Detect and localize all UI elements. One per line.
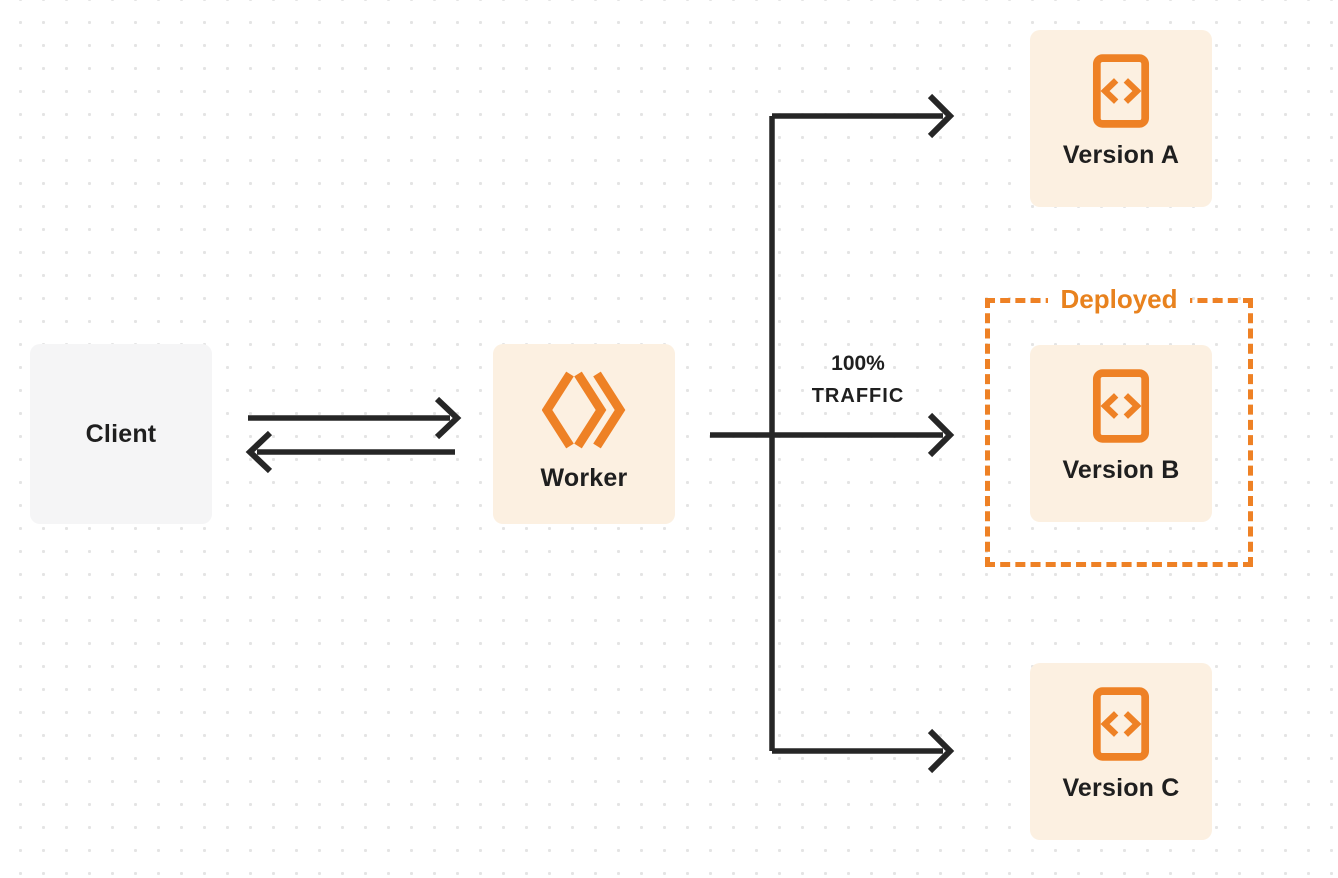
arrow-worker-to-client <box>245 430 455 474</box>
version-b-node-label: Version B <box>1062 456 1180 484</box>
arrow-client-to-worker <box>248 396 462 440</box>
version-c-node-label: Version C <box>1062 774 1180 802</box>
arrow-branch-to-version-c <box>772 728 955 774</box>
worker-node: Worker <box>493 344 675 524</box>
client-node-label: Client <box>85 419 157 448</box>
deployed-label-row: Deployed <box>985 285 1253 318</box>
traffic-annotation: 100% TRAFFIC <box>772 349 944 413</box>
code-file-icon <box>1092 53 1150 129</box>
arrow-branch-to-version-a <box>772 93 955 139</box>
worker-chevrons-icon <box>541 370 626 450</box>
worker-node-label: Worker <box>540 464 628 492</box>
code-file-icon <box>1092 368 1150 444</box>
client-node: Client <box>30 344 212 524</box>
traffic-word-label: TRAFFIC <box>811 385 905 407</box>
version-b-node: Version B <box>1030 345 1212 522</box>
traffic-percent-label: 100% <box>831 352 885 375</box>
version-a-node-label: Version A <box>1062 141 1180 169</box>
version-c-node: Version C <box>1030 663 1212 840</box>
code-file-icon <box>1092 686 1150 762</box>
version-a-node: Version A <box>1030 30 1212 207</box>
deployed-label: Deployed <box>1048 285 1190 313</box>
arrow-worker-to-version-b <box>710 412 955 458</box>
